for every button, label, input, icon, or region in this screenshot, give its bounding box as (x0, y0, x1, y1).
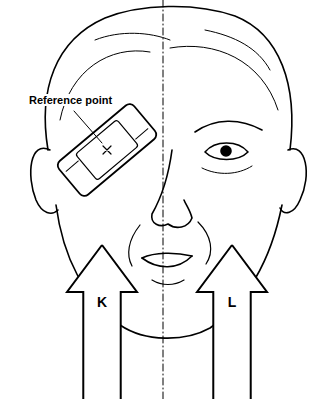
arrow-letter: L (196, 244, 268, 310)
pupil (221, 146, 231, 156)
upper-lip (142, 253, 192, 258)
arrow-outline (196, 244, 268, 399)
hair-lines (60, 30, 278, 120)
bandage-strip (55, 102, 158, 199)
arrow-path (67, 245, 137, 399)
right-ear (280, 149, 306, 213)
cheek-lines (129, 222, 211, 266)
hair-outline (45, 6, 292, 150)
eye (205, 143, 248, 160)
eyebrow (195, 121, 262, 132)
bandage (55, 102, 158, 199)
arrow-letter: K (66, 244, 138, 310)
eye-wrinkle (202, 166, 252, 173)
nose (152, 150, 192, 227)
mouth (142, 256, 192, 267)
leader-line (74, 111, 102, 143)
left-ear (31, 148, 58, 213)
arrow-path (197, 245, 267, 399)
bandage-pad (75, 120, 138, 181)
callout-label: Reference point (28, 94, 113, 106)
lower-lip (152, 280, 184, 285)
arrow-shape: K (66, 244, 138, 399)
arrow-outline (66, 244, 138, 399)
arrow-shape: L (196, 244, 268, 399)
center-line (163, 0, 164, 399)
reference-mark (103, 146, 111, 154)
